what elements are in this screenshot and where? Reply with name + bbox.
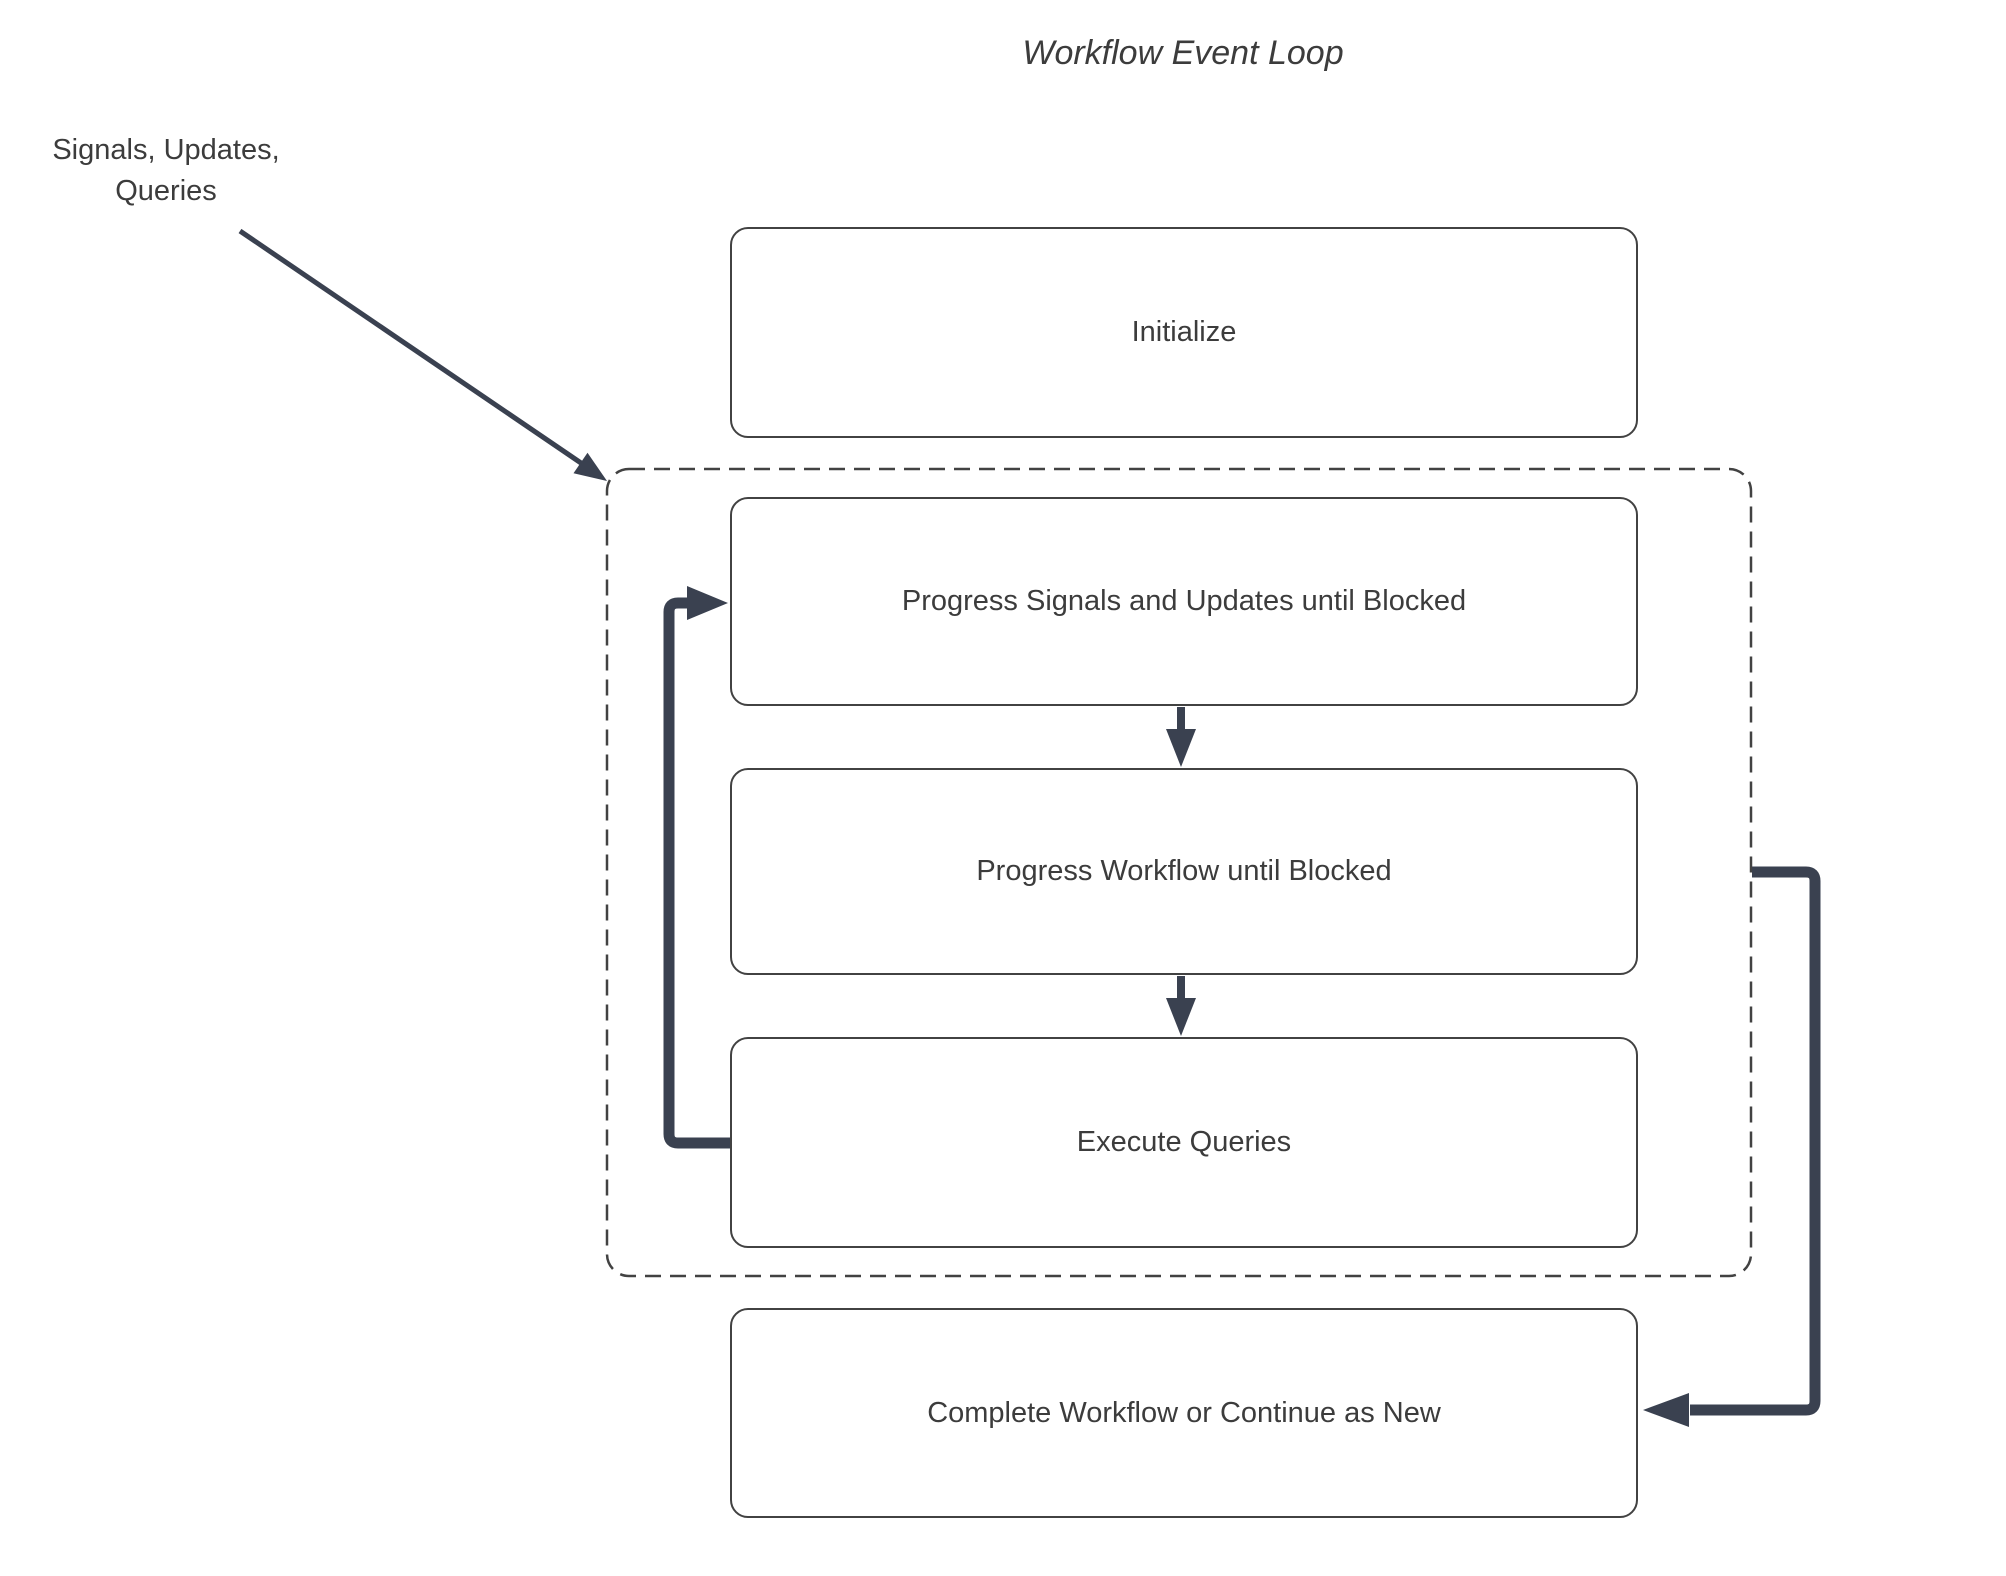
node-progress-workflow: Progress Workflow until Blocked [730, 768, 1638, 975]
annotation-line-1: Signals, Updates, [52, 134, 280, 166]
node-progress-workflow-label: Progress Workflow until Blocked [976, 855, 1392, 887]
node-initialize: Initialize [730, 227, 1638, 438]
loop-back-arrow-line [663, 597, 730, 1149]
node-execute-queries: Execute Queries [730, 1037, 1638, 1248]
flow-arrow-2-head [1166, 998, 1196, 1036]
loop-back-arrow [663, 586, 730, 1149]
continue-arrow-line [1690, 866, 1821, 1416]
node-progress-signals-label: Progress Signals and Updates until Block… [901, 585, 1467, 617]
continue-arrow-head [1643, 1393, 1689, 1427]
flow-arrow-signals-to-workflow [1166, 707, 1196, 767]
signals-input-arrow-line [238, 228, 583, 466]
signals-input-arrow [238, 228, 607, 481]
flow-arrow-1-head [1166, 729, 1196, 767]
flow-arrow-workflow-to-queries [1166, 976, 1196, 1036]
node-complete-label: Complete Workflow or Continue as New [927, 1396, 1441, 1429]
diagram-title: Workflow Event Loop [1022, 34, 1344, 72]
signals-input-arrow-head [573, 452, 607, 481]
node-execute-queries-label: Execute Queries [1076, 1126, 1292, 1158]
node-complete: Complete Workflow or Continue as New [730, 1308, 1638, 1518]
node-initialize-label: Initialize [1131, 316, 1237, 348]
continue-arrow [1643, 866, 1821, 1427]
node-progress-signals: Progress Signals and Updates until Block… [730, 497, 1638, 706]
signals-updates-queries-annotation: Signals, Updates, Queries [21, 130, 311, 212]
annotation-line-2: Queries [115, 175, 217, 207]
loop-back-arrow-head [687, 586, 728, 620]
